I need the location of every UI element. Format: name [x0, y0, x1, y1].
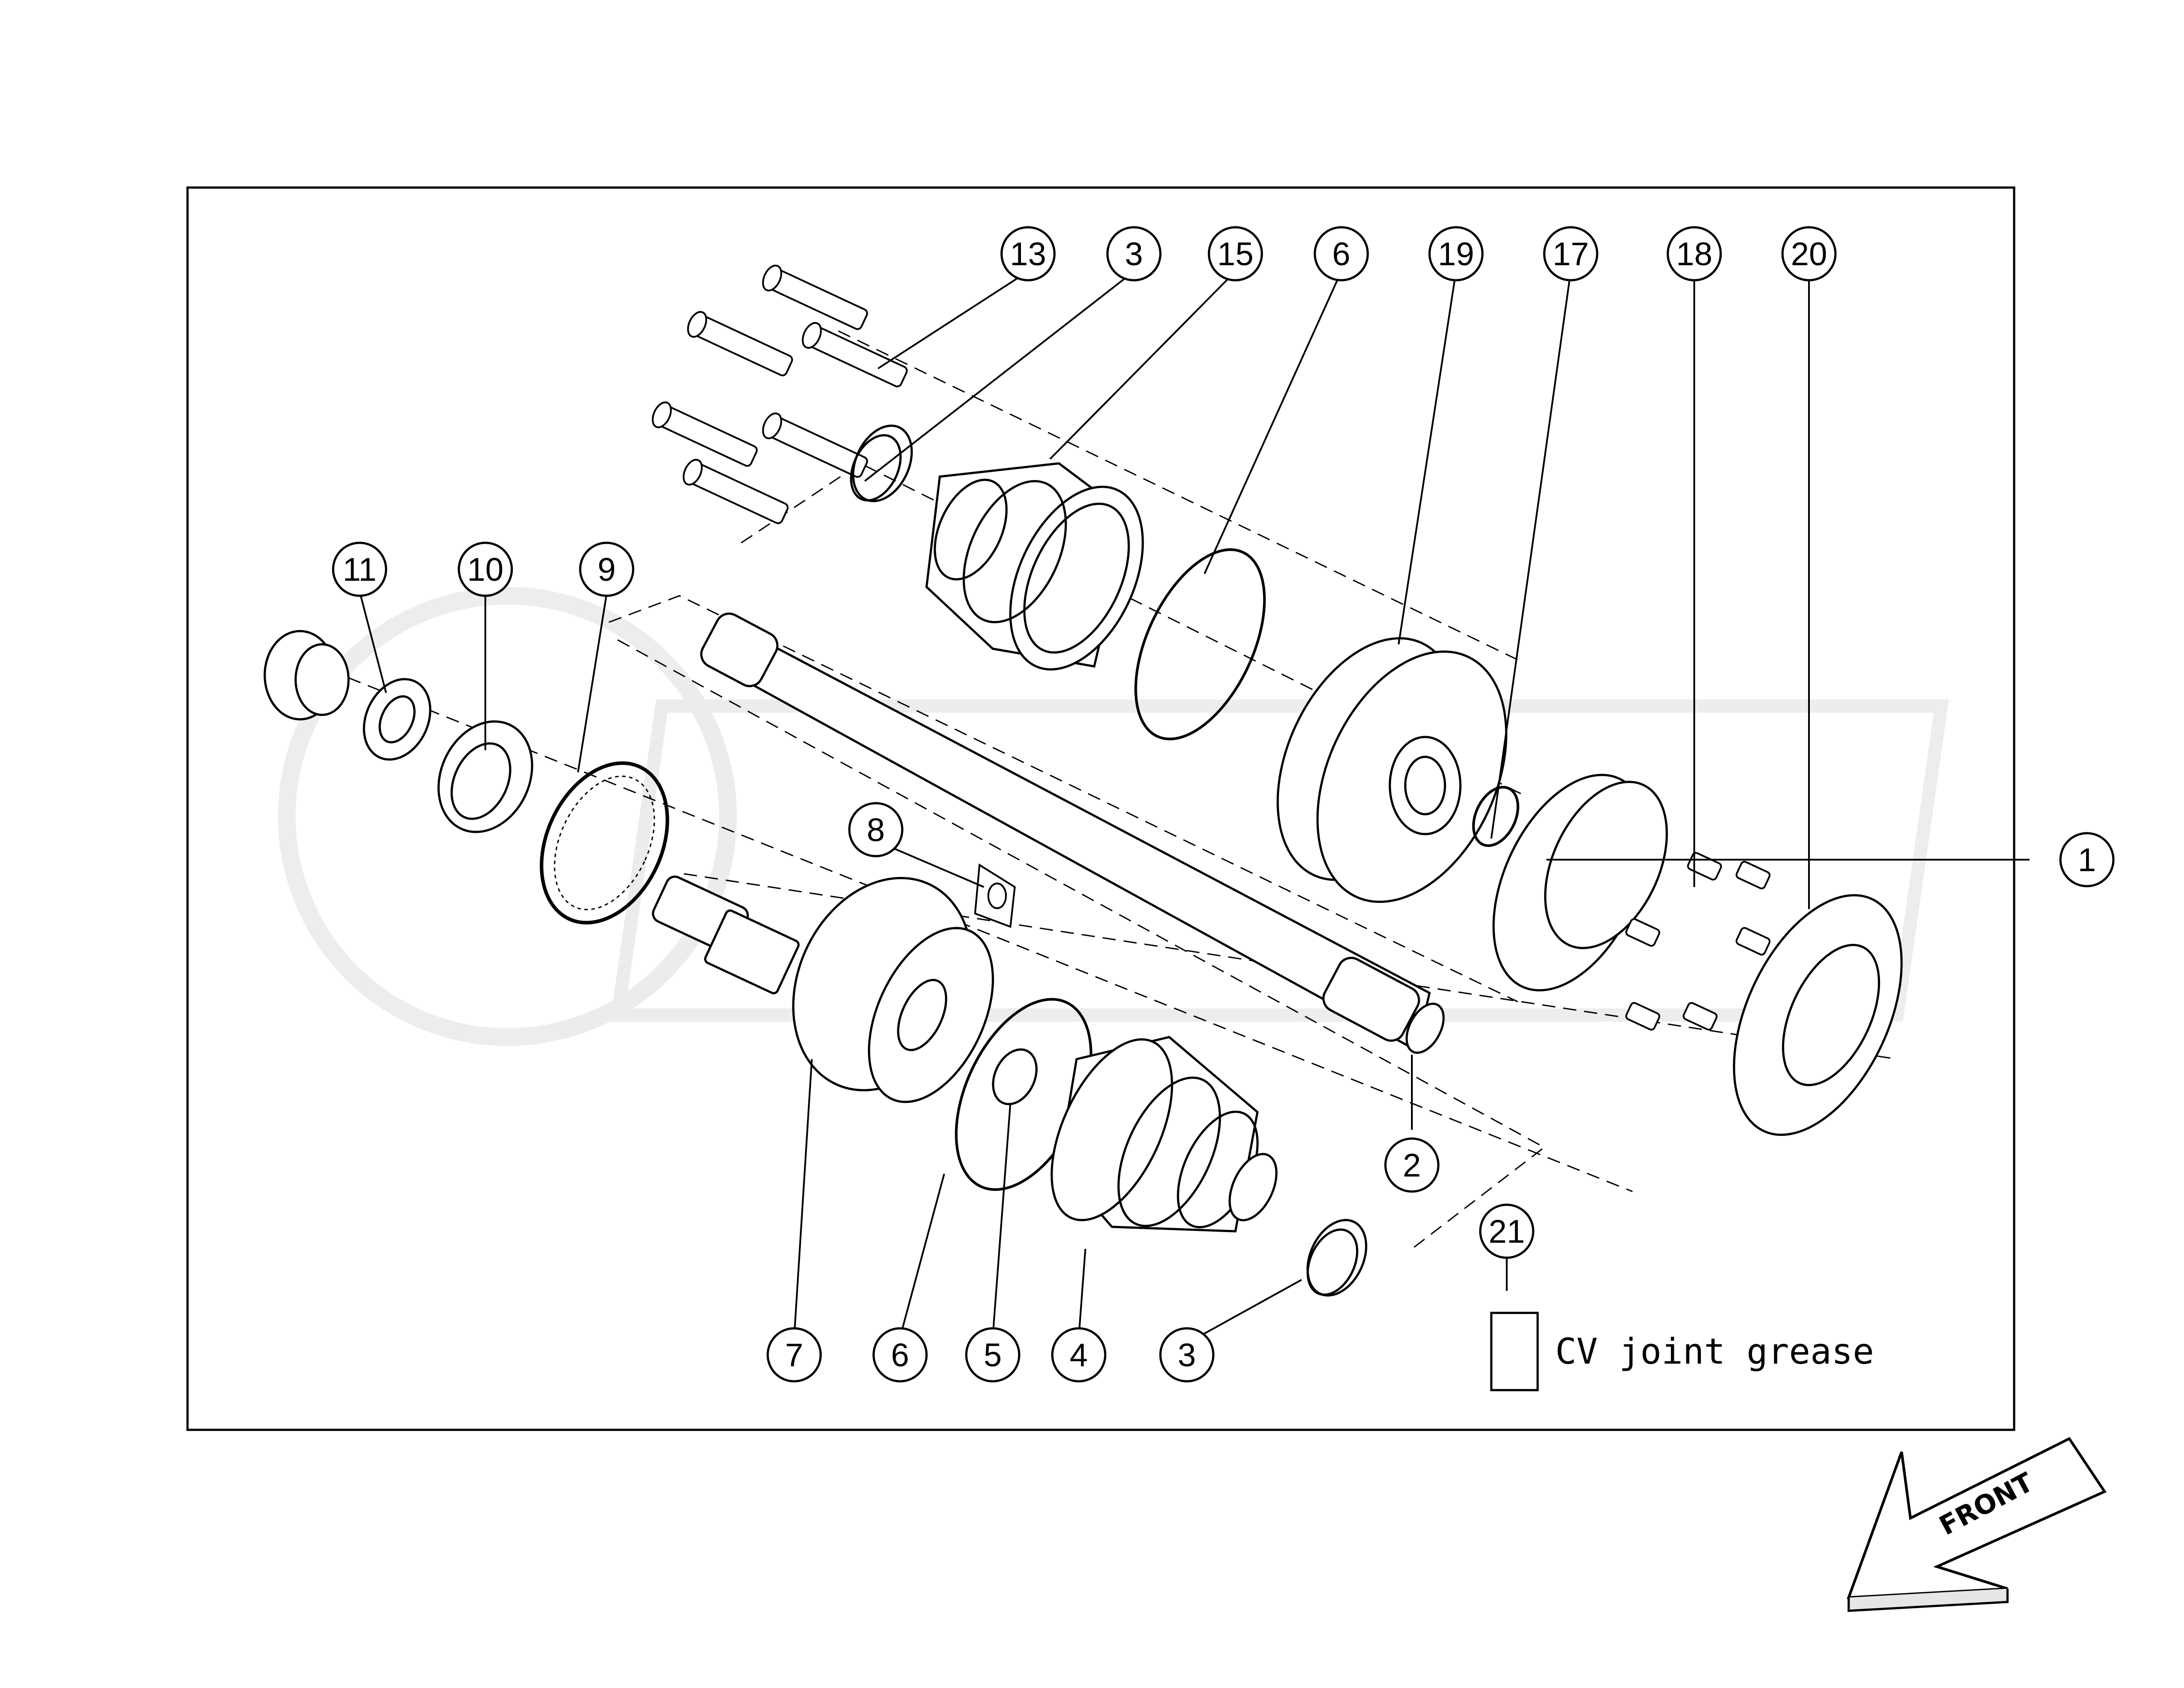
- callout-circle-c19: [1428, 226, 1484, 282]
- callout-circle-c5: [965, 1327, 1021, 1383]
- seal-ring: [437, 720, 533, 833]
- callout-label-c5: 5: [983, 1337, 1002, 1373]
- callout-circle-c6a: [1313, 226, 1369, 282]
- grease-legend-box: [1490, 1312, 1539, 1391]
- callout-label-c1: 1: [2078, 842, 2096, 878]
- boot-clamp-upper: [850, 425, 913, 502]
- deflector-plate: [974, 863, 1016, 928]
- callout-circle-c10: [458, 541, 513, 597]
- leader-lines: [359, 271, 2003, 1338]
- callout-label-c9: 9: [597, 551, 615, 588]
- callout-circle-c2: [1384, 1137, 1440, 1193]
- callout-circle-c3a: [1106, 226, 1162, 282]
- grease-legend-label: CV joint grease: [1555, 1331, 1874, 1372]
- abs-ring: [540, 761, 669, 925]
- axle-nut: [263, 630, 350, 721]
- callout-label-c3b: 3: [1178, 1337, 1196, 1373]
- diagram-frame: [186, 186, 2015, 1431]
- callout-label-c19: 19: [1438, 236, 1474, 272]
- callout-circle-c15: [1208, 226, 1263, 282]
- callout-circle-c20: [1781, 226, 1837, 282]
- callout-label-c2: 2: [1403, 1147, 1421, 1184]
- callout-label-c3a: 3: [1125, 236, 1143, 272]
- callout-circle-c13: [1000, 226, 1056, 282]
- callout-circle-c11: [332, 541, 387, 597]
- joint-cover: [1492, 774, 1668, 992]
- callout-label-c7: 7: [785, 1337, 803, 1373]
- boot-clamp-lower: [1306, 1219, 1367, 1297]
- callout-circle-c21: [1479, 1203, 1535, 1259]
- callout-circle-c17: [1543, 226, 1599, 282]
- callout-label-c6a: 6: [1332, 236, 1350, 272]
- outer-cv-joint: [652, 876, 994, 1103]
- outer-boot: [1051, 1036, 1278, 1233]
- callout-circle-c9: [579, 541, 634, 597]
- thrust-washer: [363, 678, 432, 761]
- callout-label-c17: 17: [1553, 236, 1589, 272]
- callout-label-c15: 15: [1217, 236, 1253, 272]
- callout-circle-c3b: [1159, 1327, 1215, 1383]
- inner-boot: [925, 462, 1144, 671]
- callout-label-c13: 13: [1010, 236, 1046, 272]
- socket-bolts: [652, 264, 908, 524]
- callout-label-c6b: 6: [891, 1337, 909, 1373]
- callout-circle-c18: [1666, 226, 1722, 282]
- front-direction-arrow: FRONT: [1846, 1437, 2107, 1612]
- callout-label-c8: 8: [867, 812, 885, 848]
- callout-group: 13 3 15 6 19 17 18 20 11 10 9 8 1 2 21 7 6 5 4 3: [332, 226, 2115, 1383]
- callout-circle-c7: [766, 1327, 822, 1383]
- callout-circle-c4: [1051, 1327, 1107, 1383]
- callout-label-c20: 20: [1791, 236, 1827, 272]
- inner-cv-joint: [1276, 637, 1508, 903]
- snap-ring: [992, 1048, 1038, 1105]
- callout-label-c11: 11: [343, 551, 377, 588]
- watermark: [278, 587, 1949, 1046]
- callout-circle-c1: [2059, 832, 2115, 887]
- gasket-ring-upper: [1134, 548, 1266, 741]
- callout-label-c10: 10: [467, 551, 503, 588]
- callout-circle-c6b: [872, 1327, 928, 1383]
- callout-circle-c8: [848, 802, 904, 857]
- axle-shaft: [700, 613, 1445, 1054]
- flange-plate: [1733, 894, 1903, 1136]
- circlip: [1472, 786, 1520, 847]
- callout-label-c4: 4: [1069, 1337, 1088, 1373]
- callout-label-c21: 21: [1489, 1213, 1525, 1250]
- callout-label-c18: 18: [1676, 236, 1712, 272]
